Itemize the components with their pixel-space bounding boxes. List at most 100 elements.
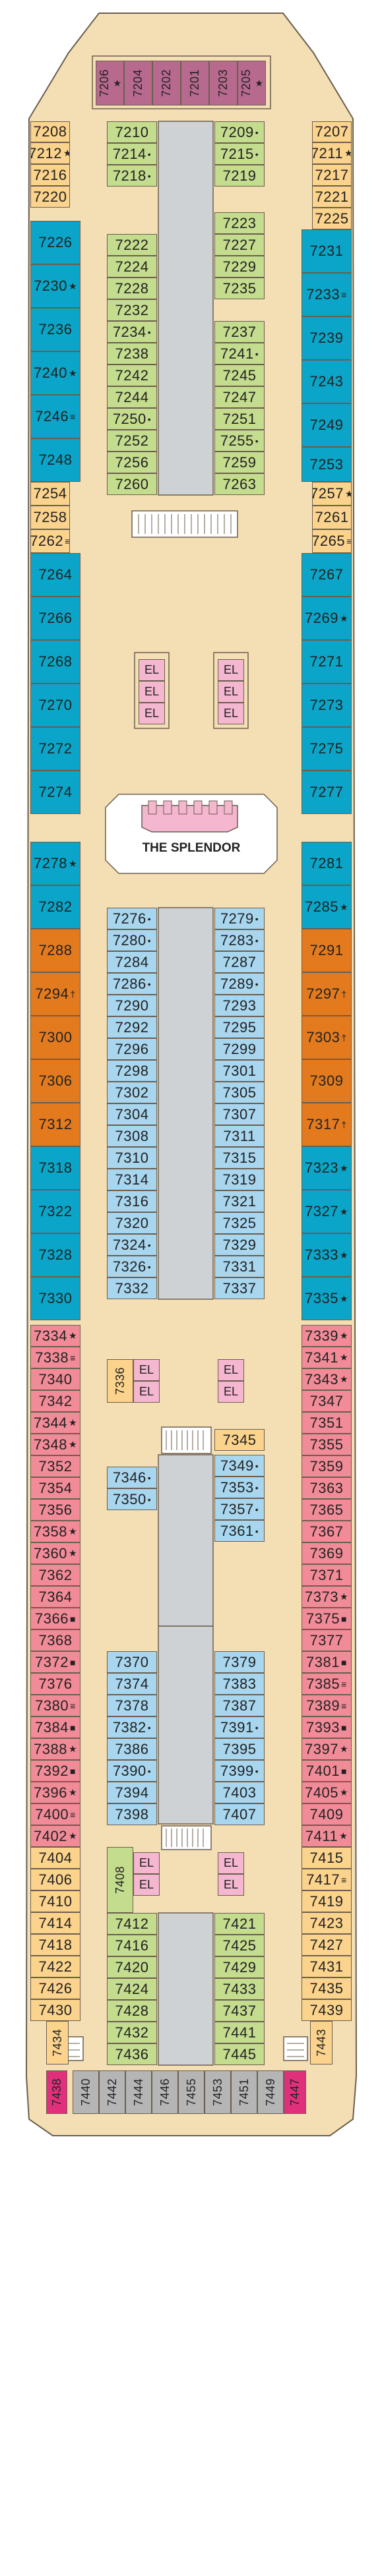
- cabin-7353[interactable]: 7353•: [214, 1477, 265, 1498]
- cabin-7321[interactable]: 7321: [214, 1190, 265, 1212]
- cabin-7384[interactable]: 7384■: [30, 1716, 80, 1738]
- cabin-7254[interactable]: 7254: [30, 482, 70, 506]
- cabin-7346[interactable]: 7346•: [107, 1467, 157, 1488]
- cabin-7259[interactable]: 7259: [214, 452, 265, 473]
- cabin-7422[interactable]: 7422: [30, 1956, 80, 1977]
- cabin-7290[interactable]: 7290: [107, 995, 157, 1016]
- cabin-7368[interactable]: 7368: [30, 1629, 80, 1651]
- cabin-7354[interactable]: 7354: [30, 1477, 80, 1499]
- cabin-7293[interactable]: 7293: [214, 995, 265, 1016]
- cabin-7383[interactable]: 7383: [214, 1673, 265, 1695]
- cabin-7223[interactable]: 7223: [214, 212, 265, 234]
- cabin-7343[interactable]: 7343★: [302, 1368, 352, 1390]
- cabin-7238[interactable]: 7238: [107, 343, 157, 365]
- cabin-7371[interactable]: 7371: [302, 1564, 352, 1586]
- cabin-7348[interactable]: 7348★: [30, 1434, 80, 1455]
- cabin-7309[interactable]: 7309: [302, 1059, 352, 1103]
- cabin-7247[interactable]: 7247: [214, 386, 265, 408]
- cabin-7358[interactable]: 7358★: [30, 1521, 80, 1542]
- cabin-7304[interactable]: 7304: [107, 1103, 157, 1125]
- cabin-7242[interactable]: 7242: [107, 365, 157, 386]
- cabin-7397[interactable]: 7397★: [302, 1738, 352, 1760]
- cabin-7333[interactable]: 7333★: [302, 1233, 352, 1277]
- cabin-7376[interactable]: 7376: [30, 1673, 80, 1695]
- cabin-7230[interactable]: 7230★: [30, 264, 80, 308]
- cabin-7310[interactable]: 7310: [107, 1147, 157, 1169]
- cabin-7352[interactable]: 7352: [30, 1455, 80, 1477]
- cabin-7270[interactable]: 7270: [30, 684, 80, 727]
- cabin-7277[interactable]: 7277: [302, 771, 352, 814]
- cabin-7427[interactable]: 7427: [302, 1934, 352, 1956]
- cabin-7437[interactable]: 7437: [214, 2000, 265, 2022]
- cabin-7317[interactable]: 7317†: [302, 1103, 352, 1146]
- cabin-7237[interactable]: 7237: [214, 321, 265, 343]
- cabin-7351[interactable]: 7351: [302, 1412, 352, 1434]
- cabin-7428[interactable]: 7428: [107, 2000, 157, 2022]
- cabin-7318[interactable]: 7318: [30, 1146, 80, 1190]
- cabin-7263[interactable]: 7263: [214, 473, 265, 495]
- cabin-7305[interactable]: 7305: [214, 1082, 265, 1103]
- cabin-7410[interactable]: 7410: [30, 1890, 80, 1912]
- cabin-7432[interactable]: 7432: [107, 2022, 157, 2043]
- cabin-7225[interactable]: 7225: [312, 208, 352, 229]
- cabin-7331[interactable]: 7331: [214, 1256, 265, 1277]
- cabin-7396[interactable]: 7396★: [30, 1782, 80, 1803]
- cabin-7374[interactable]: 7374: [107, 1673, 157, 1695]
- cabin-7218[interactable]: 7218•: [107, 165, 157, 187]
- cabin-7386[interactable]: 7386: [107, 1738, 157, 1760]
- cabin-7219[interactable]: 7219: [214, 165, 265, 187]
- cabin-7421[interactable]: 7421: [214, 1913, 265, 1935]
- cabin-7332[interactable]: 7332: [107, 1277, 157, 1299]
- cabin-7275[interactable]: 7275: [302, 727, 352, 771]
- cabin-7375[interactable]: 7375■: [302, 1608, 352, 1629]
- cabin-7264[interactable]: 7264: [30, 553, 80, 597]
- cabin-7385[interactable]: 7385≡: [302, 1673, 352, 1695]
- cabin-7220[interactable]: 7220: [30, 186, 70, 208]
- cabin-7369[interactable]: 7369: [302, 1542, 352, 1564]
- cabin-7338[interactable]: 7338≡: [30, 1347, 80, 1368]
- cabin-7335[interactable]: 7335★: [302, 1277, 352, 1320]
- cabin-7373[interactable]: 7373★: [302, 1586, 352, 1608]
- cabin-7389[interactable]: 7389≡: [302, 1695, 352, 1716]
- cabin-7399[interactable]: 7399•: [214, 1760, 265, 1782]
- cabin-7426[interactable]: 7426: [30, 1977, 80, 1999]
- cabin-7267[interactable]: 7267: [302, 553, 352, 597]
- cabin-7387[interactable]: 7387: [214, 1695, 265, 1716]
- cabin-7291[interactable]: 7291: [302, 929, 352, 972]
- cabin-7423[interactable]: 7423: [302, 1912, 352, 1934]
- cabin-7228[interactable]: 7228: [107, 278, 157, 299]
- cabin-7301[interactable]: 7301: [214, 1060, 265, 1082]
- cabin-7344[interactable]: 7344★: [30, 1412, 80, 1434]
- cabin-7202[interactable]: 7202: [152, 61, 181, 105]
- cabin-7323[interactable]: 7323★: [302, 1146, 352, 1190]
- cabin-7215[interactable]: 7215•: [214, 143, 265, 165]
- cabin-7425[interactable]: 7425: [214, 1935, 265, 1956]
- cabin-7378[interactable]: 7378: [107, 1695, 157, 1716]
- cabin-7347[interactable]: 7347: [302, 1390, 352, 1412]
- cabin-7266[interactable]: 7266: [30, 597, 80, 640]
- cabin-7307[interactable]: 7307: [214, 1103, 265, 1125]
- cabin-7340[interactable]: 7340: [30, 1368, 80, 1390]
- cabin-7311[interactable]: 7311: [214, 1125, 265, 1147]
- cabin-7380[interactable]: 7380≡: [30, 1695, 80, 1716]
- cabin-7356[interactable]: 7356: [30, 1499, 80, 1521]
- cabin-7246[interactable]: 7246≡: [30, 395, 80, 438]
- cabin-7370[interactable]: 7370: [107, 1651, 157, 1673]
- cabin-7436[interactable]: 7436: [107, 2043, 157, 2065]
- cabin-7211[interactable]: 7211★: [312, 142, 352, 164]
- cabin-7298[interactable]: 7298: [107, 1060, 157, 1082]
- cabin-7210[interactable]: 7210: [107, 121, 157, 143]
- cabin-7341[interactable]: 7341★: [302, 1347, 352, 1368]
- cabin-7350[interactable]: 7350•: [107, 1488, 157, 1510]
- cabin-7393[interactable]: 7393■: [302, 1716, 352, 1738]
- cabin-7216[interactable]: 7216: [30, 164, 70, 186]
- cabin-7271[interactable]: 7271: [302, 640, 352, 684]
- cabin-7336[interactable]: 7336: [107, 1359, 133, 1403]
- cabin-7364[interactable]: 7364: [30, 1586, 80, 1608]
- cabin-7236[interactable]: 7236: [30, 308, 80, 351]
- cabin-7248[interactable]: 7248: [30, 438, 80, 482]
- cabin-7327[interactable]: 7327★: [302, 1190, 352, 1233]
- cabin-7404[interactable]: 7404: [30, 1847, 80, 1869]
- cabin-7382[interactable]: 7382•: [107, 1716, 157, 1738]
- cabin-7405[interactable]: 7405★: [302, 1782, 352, 1803]
